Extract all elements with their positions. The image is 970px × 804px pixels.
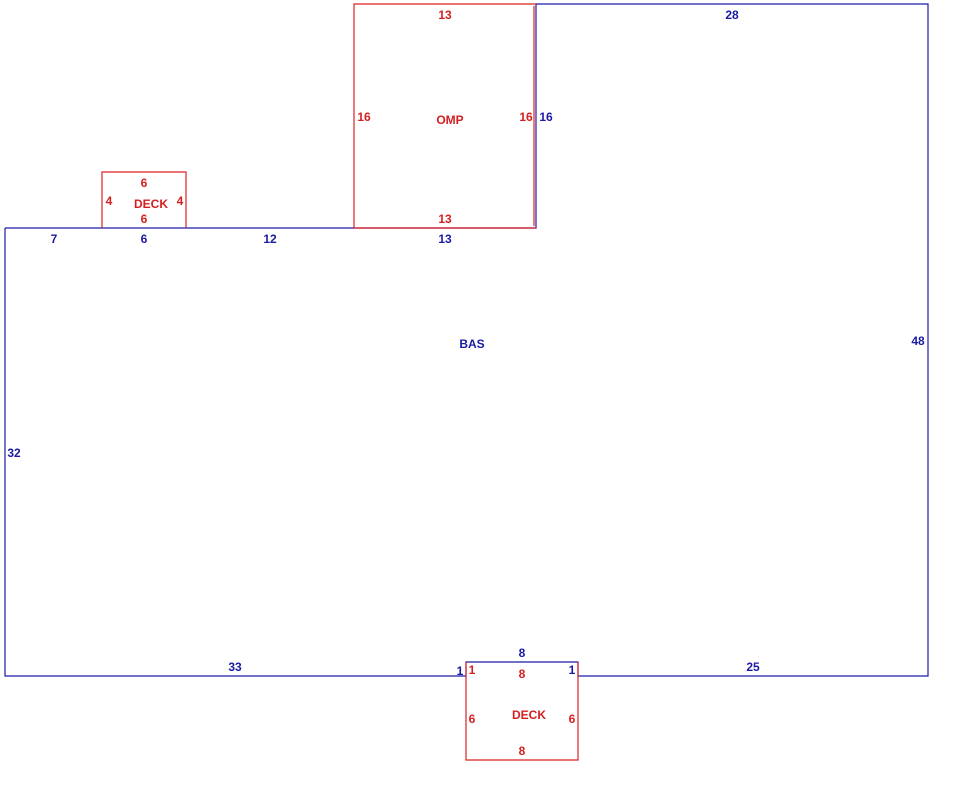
deck-top-side-bottom: 6: [141, 212, 148, 226]
bas-side-bottom-left: 33: [228, 660, 242, 674]
omp-side-left: 16: [357, 110, 371, 124]
bas-side-top-left: 7: [51, 232, 58, 246]
bas-side-bottom-right: 25: [746, 660, 760, 674]
deck-top-side-top: 6: [141, 176, 148, 190]
deck-bottom-side-bottom: 8: [519, 744, 526, 758]
omp-side-bottom: 13: [438, 212, 452, 226]
deck-top-label: DECK: [134, 197, 168, 211]
bas-side-top-mid-right: 13: [438, 232, 452, 246]
omp-side-right: 16: [519, 110, 533, 124]
bas-side-top-mid-left: 6: [141, 232, 148, 246]
omp-side-top: 13: [438, 8, 452, 22]
deck-bottom-label: DECK: [512, 708, 546, 722]
omp-outline: [353, 3, 536, 228]
bas-side-notch-left: 1: [457, 664, 464, 678]
omp-label: OMP: [436, 113, 463, 127]
bas-side-notch-right: 1: [569, 663, 576, 677]
bas-side-top-right: 28: [725, 8, 739, 22]
deck-bottom-side-left: 6: [469, 712, 476, 726]
deck-bottom-side-top: 8: [519, 667, 526, 681]
deck-top-side-right: 4: [177, 194, 184, 208]
deck-bottom-side-right: 6: [569, 712, 576, 726]
bas-side-right-top-step: 16: [539, 110, 553, 124]
bas-label: BAS: [459, 337, 484, 351]
deck-bottom-outline: [465, 662, 579, 761]
deck-top-side-left: 4: [106, 194, 113, 208]
bas-side-right: 48: [911, 334, 925, 348]
deck-top-outline: [101, 171, 187, 228]
bas-side-top-mid: 12: [263, 232, 277, 246]
bas-side-notch-bottom: 8: [519, 646, 526, 660]
bas-side-left: 32: [7, 446, 21, 460]
deck-bottom-side-notch-left: 1: [469, 663, 476, 677]
